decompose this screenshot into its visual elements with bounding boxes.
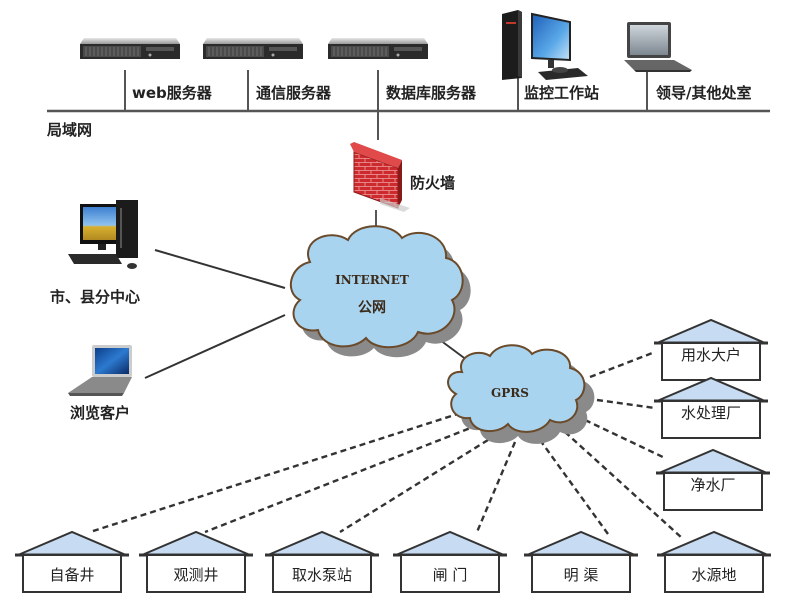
web-server-label: web服务器 — [132, 84, 213, 102]
db-server-label: 数据库服务器 — [386, 84, 477, 102]
city-center-link — [154, 249, 286, 289]
gprs-label: GPRS — [491, 386, 529, 400]
site-water-treatment-label: 水处理厂 — [681, 404, 741, 422]
city-center-label: 市、县分中心 — [50, 288, 140, 306]
site-pump-station-label: 取水泵站 — [292, 566, 352, 584]
lan-label: 局域网 — [46, 121, 92, 139]
site-big-user-label: 用水大户 — [681, 346, 741, 364]
firewall-icon — [350, 142, 410, 212]
site-observation-well-label: 观测井 — [173, 566, 218, 584]
monitor-station-label: 监控工作站 — [524, 84, 599, 102]
site-open-channel-label: 明 渠 — [564, 566, 599, 584]
server-icon — [79, 37, 181, 60]
site-water-source-label: 水源地 — [691, 566, 736, 584]
cloud-icon — [447, 344, 595, 444]
laptop-icon — [624, 22, 692, 72]
server-icon — [202, 37, 304, 60]
desktop-computer-icon — [68, 200, 138, 269]
firewall-label: 防火墙 — [410, 174, 455, 192]
browser-client-link — [144, 314, 286, 379]
lan-bus — [47, 70, 770, 140]
internet-label: INTERNET — [335, 273, 409, 287]
server-icon — [327, 37, 429, 60]
leader-office-label: 领导/其他处室 — [655, 84, 751, 102]
site-own-well-label: 自备井 — [49, 566, 94, 584]
site-gate-label: 闸 门 — [433, 566, 468, 584]
gprs-links — [89, 350, 683, 539]
laptop-icon — [68, 345, 132, 396]
browser-client-label: 浏览客户 — [70, 404, 130, 422]
desktop-computer-icon — [502, 10, 588, 80]
cloud-icon — [290, 225, 471, 358]
public-net-label: 公网 — [358, 300, 386, 316]
comm-server-label: 通信服务器 — [256, 84, 332, 102]
site-purification-label: 净水厂 — [690, 476, 735, 494]
